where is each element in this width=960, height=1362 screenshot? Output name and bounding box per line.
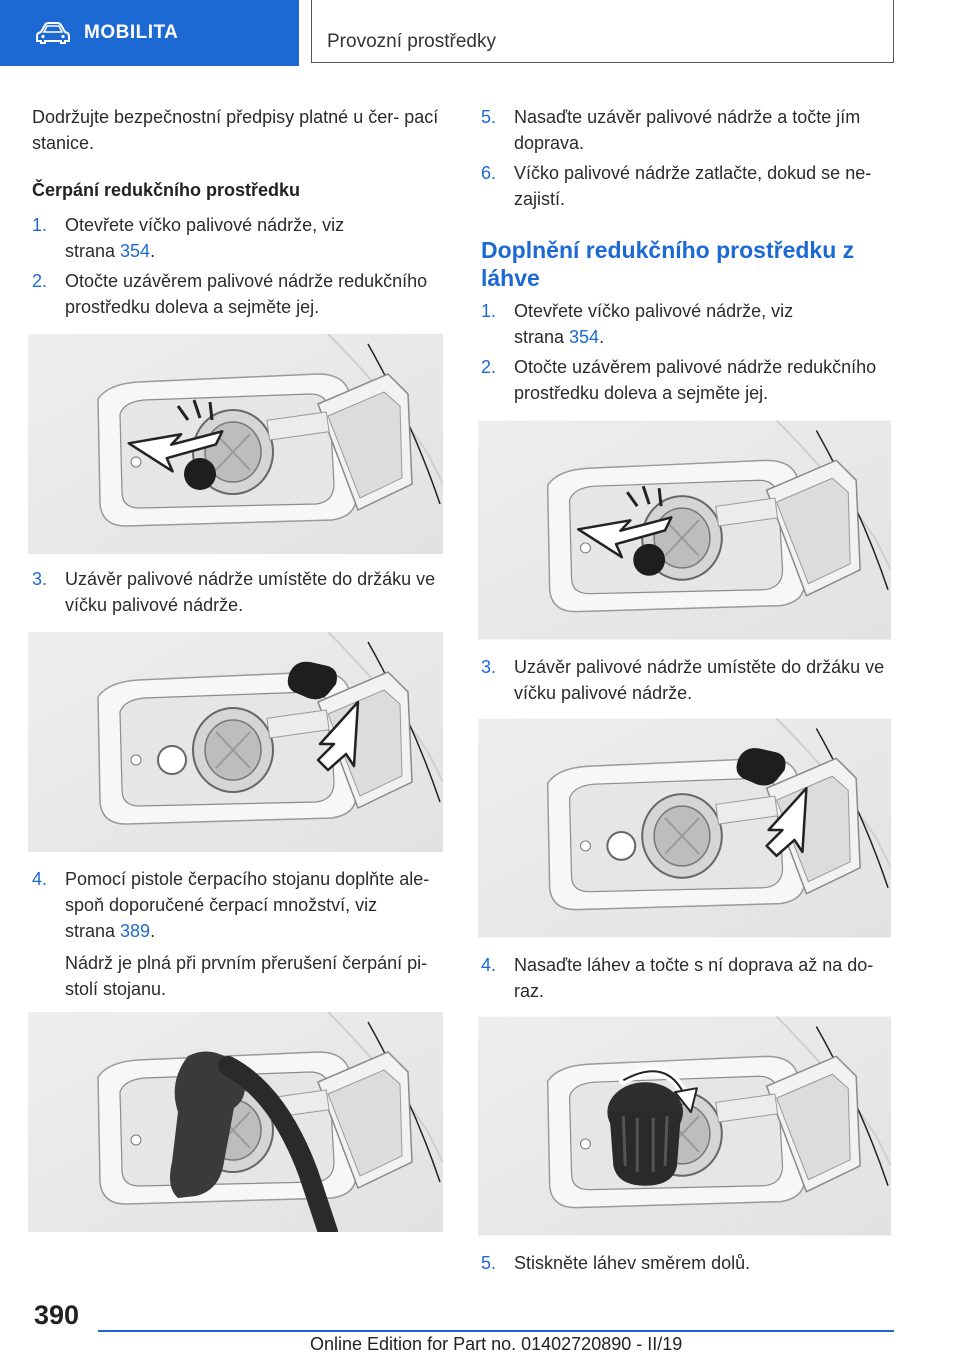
safety-intro: Dodržujte bezpečnostní předpisy platné u… (32, 107, 439, 153)
section-title: Provozní prostředky (327, 31, 496, 52)
page-link[interactable]: 354 (120, 241, 151, 261)
illustration-cap-holder-2 (478, 718, 891, 938)
car-icon (36, 22, 70, 44)
footer-edition: Online Edition for Part no. 01402720890 … (310, 1334, 683, 1354)
footer-divider (98, 1330, 894, 1332)
chapter-tab-label: MOBILITA (84, 22, 179, 43)
illustration-cap-holder (28, 632, 443, 852)
page-number: 390 (34, 1300, 80, 1330)
note-text: Nádrž je plná při prvním přerušení čerpá… (65, 953, 428, 999)
page-link[interactable]: 354 (569, 327, 600, 347)
illustration-fuel-nozzle (28, 1012, 443, 1232)
illustration-bottle-insert (478, 1016, 891, 1236)
page-link[interactable]: 389 (120, 921, 151, 941)
chapter-tab: MOBILITA (0, 0, 299, 66)
section-header: Provozní prostředky (311, 0, 894, 63)
section-heading-bottle: Doplnění redukčního prostředku z láhve (481, 237, 855, 291)
illustration-remove-cap (28, 334, 443, 554)
illustration-remove-cap-2 (478, 420, 891, 640)
subheading-refuel: Čerpání redukčního prostředku (32, 180, 301, 200)
